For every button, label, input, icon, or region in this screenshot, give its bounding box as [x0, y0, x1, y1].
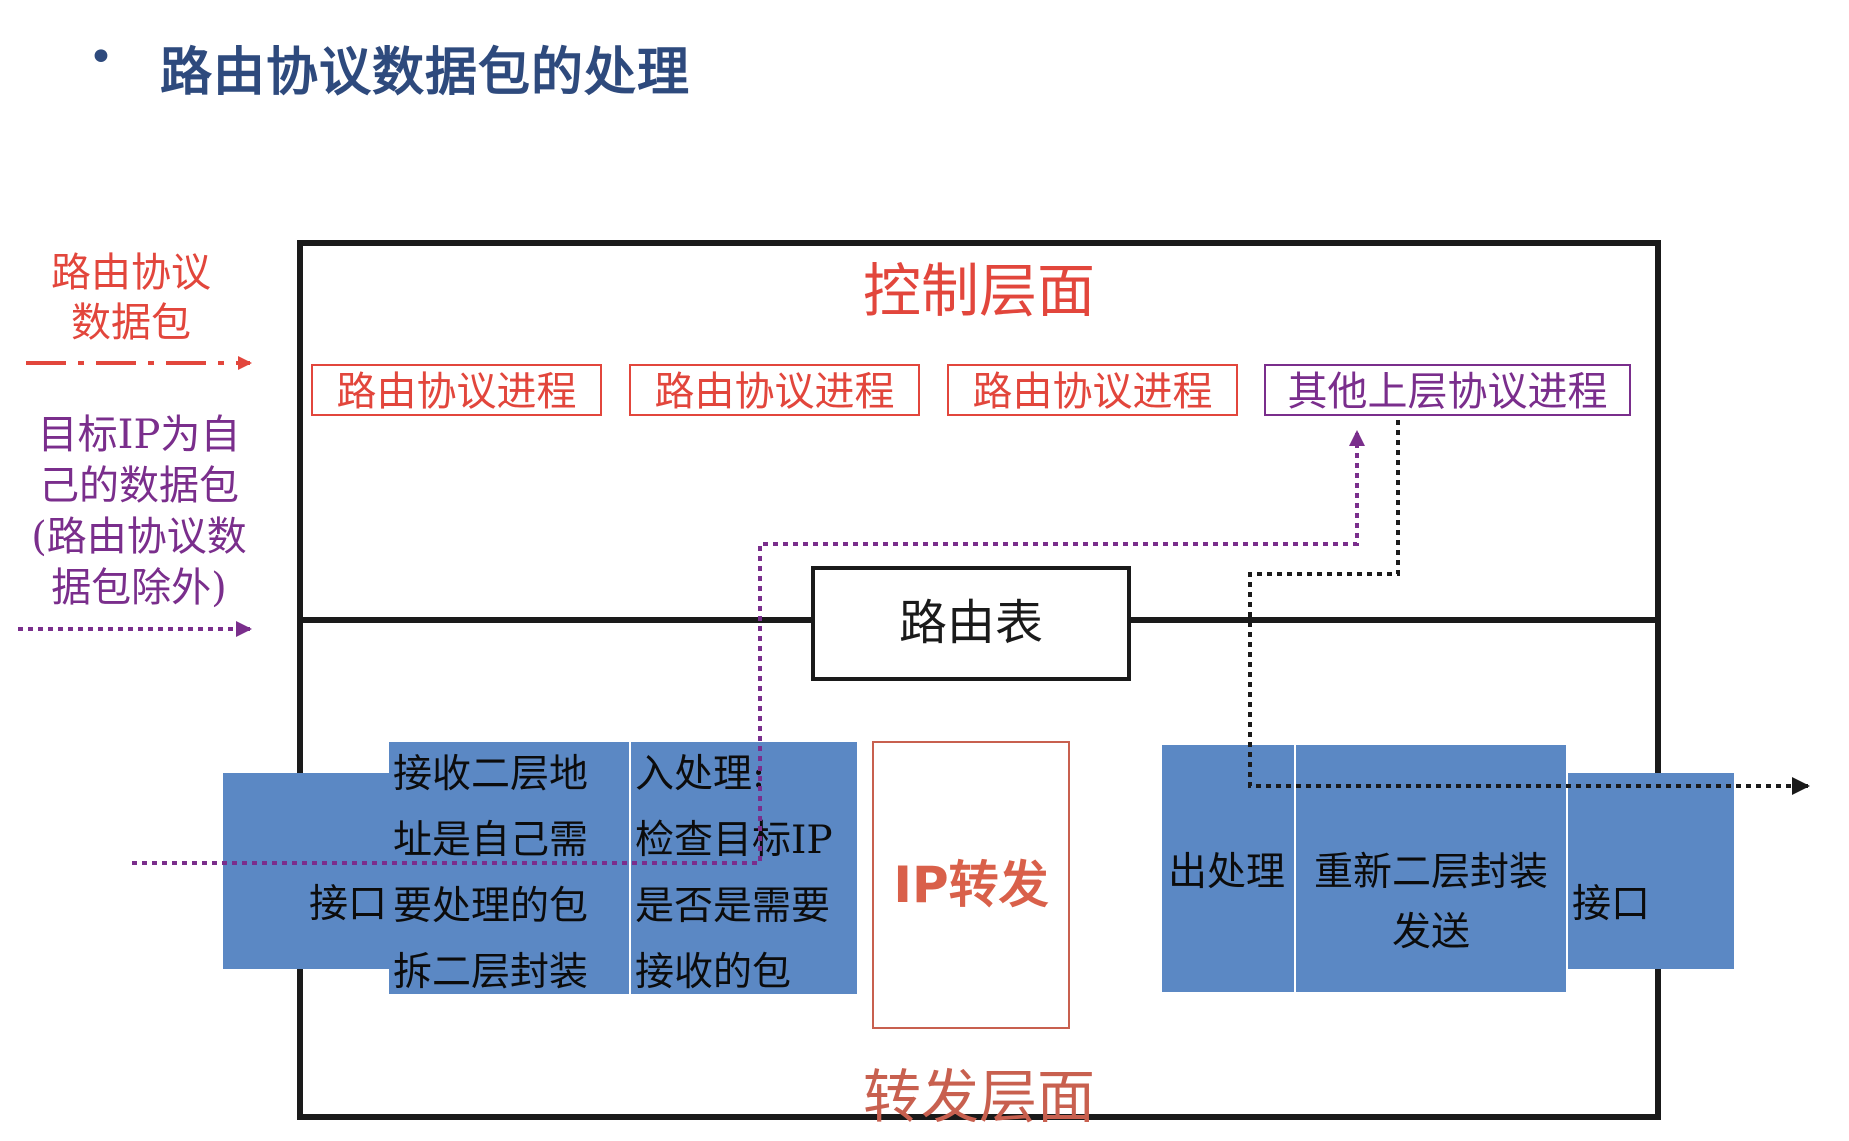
inbound-column: 入处理: 检查目标IP 是否是需要 接收的包 — [631, 742, 857, 995]
receive-column: 接收二层地 址是自己需 要处理的包 拆二层封装 — [389, 742, 629, 995]
receive-line-4: 拆二层封装 — [393, 950, 589, 995]
inbound-line-4: 接收的包 — [635, 950, 792, 995]
routing-process-1: 路由协议进程 — [311, 364, 602, 416]
router-frame — [297, 240, 1661, 1120]
legend-routing-line1: 路由协议 — [51, 250, 211, 296]
legend-own-ip-packets: 目标IP为自 己的数据包 (路由协议数 据包除外) — [14, 410, 264, 614]
inbound-line-1: 入处理: — [635, 752, 766, 797]
routing-process-3: 路由协议进程 — [947, 364, 1238, 416]
own-ip-path — [132, 430, 1365, 865]
routing-process-2: 路由协议进程 — [629, 364, 920, 416]
routing-table-box: 路由表 — [811, 566, 1131, 681]
inbound-line-3: 是否是需要 — [635, 884, 831, 929]
legend-own-ip-line3: (路由协议数 — [31, 514, 247, 560]
inbound-line-2: 检查目标IP — [635, 818, 833, 863]
outbound-box: 出处理 — [1162, 745, 1294, 992]
ip-forward-box: IP转发 — [872, 741, 1070, 1029]
receive-line-1: 接收二层地 — [393, 752, 589, 797]
legend-routing-packets: 路由协议 数据包 — [26, 248, 236, 348]
receive-line-3: 要处理的包 — [393, 884, 589, 929]
page-title: 路由协议数据包的处理 — [160, 43, 691, 103]
forwarding-plane-label: 转发层面 — [862, 1063, 1095, 1131]
legend-routing-line2: 数据包 — [71, 300, 191, 346]
out-interface-box: 接口 — [1568, 773, 1734, 969]
in-interface-box: 接口 — [223, 773, 389, 969]
legend-own-ip-line1: 目标IP为自 — [37, 412, 241, 458]
reencap-line1: 重新二层封装 — [1313, 850, 1548, 895]
egress-path — [1248, 420, 1810, 795]
outbound-label: 出处理 — [1168, 850, 1286, 895]
other-upper-process: 其他上层协议进程 — [1264, 364, 1631, 416]
title-bullet: • — [88, 32, 114, 83]
in-interface-label: 接口 — [308, 882, 387, 927]
legend-own-ip-line2: 己的数据包 — [39, 463, 239, 509]
reencap-line2: 发送 — [1391, 910, 1470, 955]
control-plane-label: 控制层面 — [862, 257, 1095, 325]
receive-line-2: 址是自己需 — [393, 818, 589, 863]
legend-own-ip-line4: 据包除外) — [51, 565, 227, 611]
out-interface-label: 接口 — [1572, 882, 1651, 927]
